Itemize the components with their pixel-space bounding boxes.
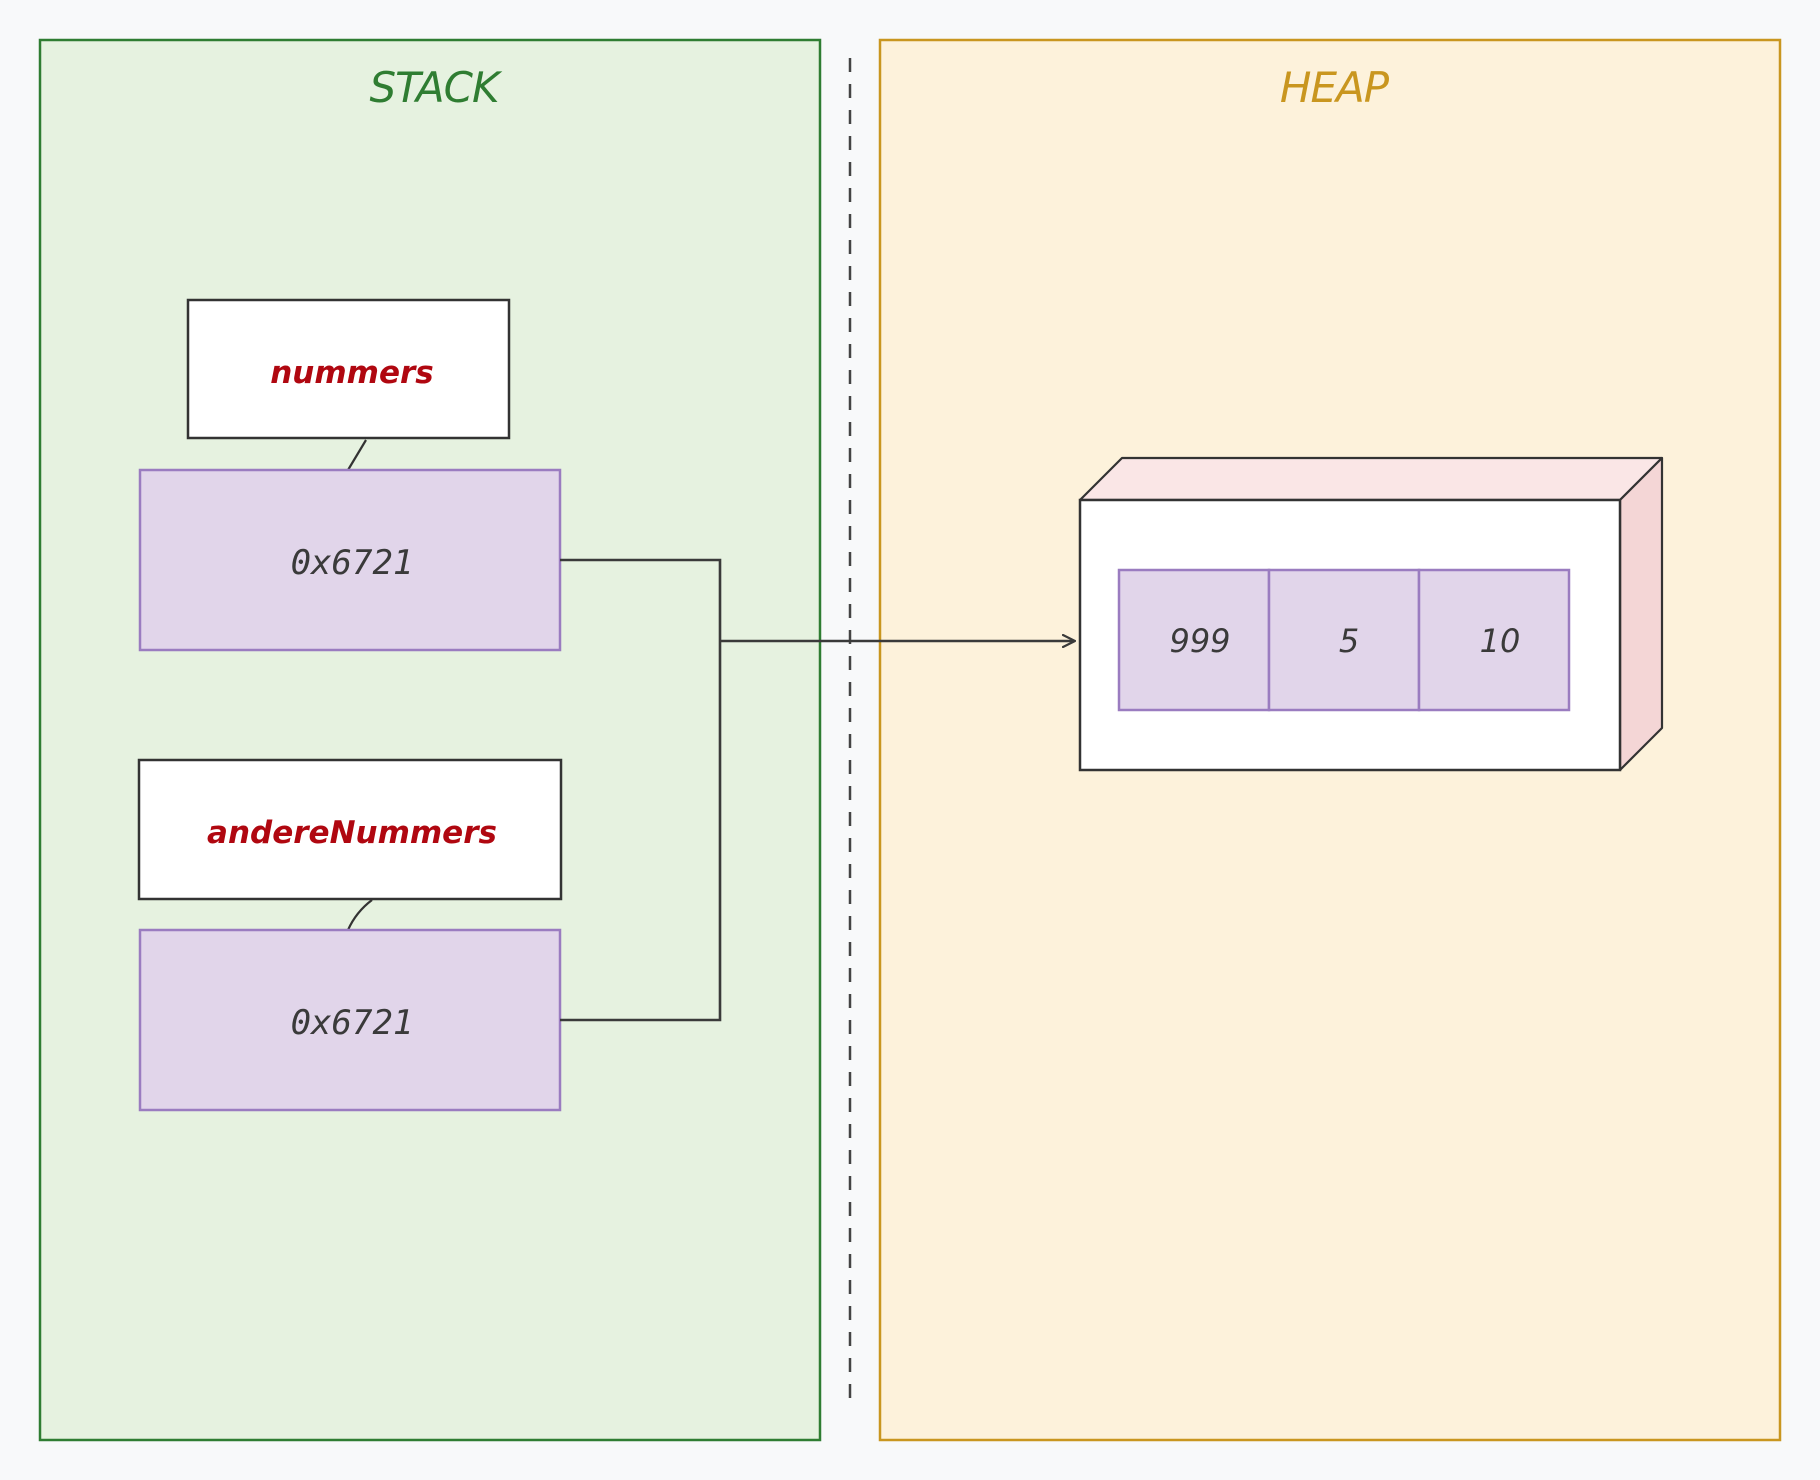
array-cell — [1267, 568, 1421, 712]
stack-variable-anderenummers: andereNummers 0x6721 — [137, 758, 563, 1112]
stack-panel — [38, 38, 822, 1442]
heap-title: HEAP — [1280, 63, 1390, 112]
variable-value-box — [138, 468, 562, 652]
array-cells: 999 5 10 — [1117, 568, 1571, 712]
heap-array-object: 999 5 10 — [1078, 456, 1664, 772]
cube-side-face — [1618, 456, 1664, 772]
variable-name: nummers — [270, 355, 434, 391]
reference-connectors — [560, 558, 1074, 1022]
array-cell — [1117, 568, 1271, 712]
stack-region: STACK — [38, 38, 822, 1442]
variable-name: andereNummers — [207, 815, 497, 851]
label-connector — [347, 439, 367, 471]
variable-value-box — [138, 928, 562, 1112]
stack-title: STACK — [369, 63, 503, 112]
variable-value: 0x6721 — [291, 1003, 414, 1043]
cube-top-face — [1078, 456, 1664, 502]
array-cell — [1417, 568, 1571, 712]
variable-label-box — [137, 758, 563, 901]
stack-variable-nummers: nummers 0x6721 — [138, 298, 562, 652]
reference-line-nummers — [560, 558, 722, 640]
reference-line-anderenummers — [560, 640, 722, 1022]
variable-value: 0x6721 — [291, 543, 414, 583]
array-cell-value: 999 — [1169, 622, 1230, 660]
variable-label-box — [186, 298, 511, 440]
array-cell-value: 5 — [1339, 622, 1359, 660]
label-connector — [346, 899, 373, 931]
array-cell-value: 10 — [1480, 622, 1521, 660]
